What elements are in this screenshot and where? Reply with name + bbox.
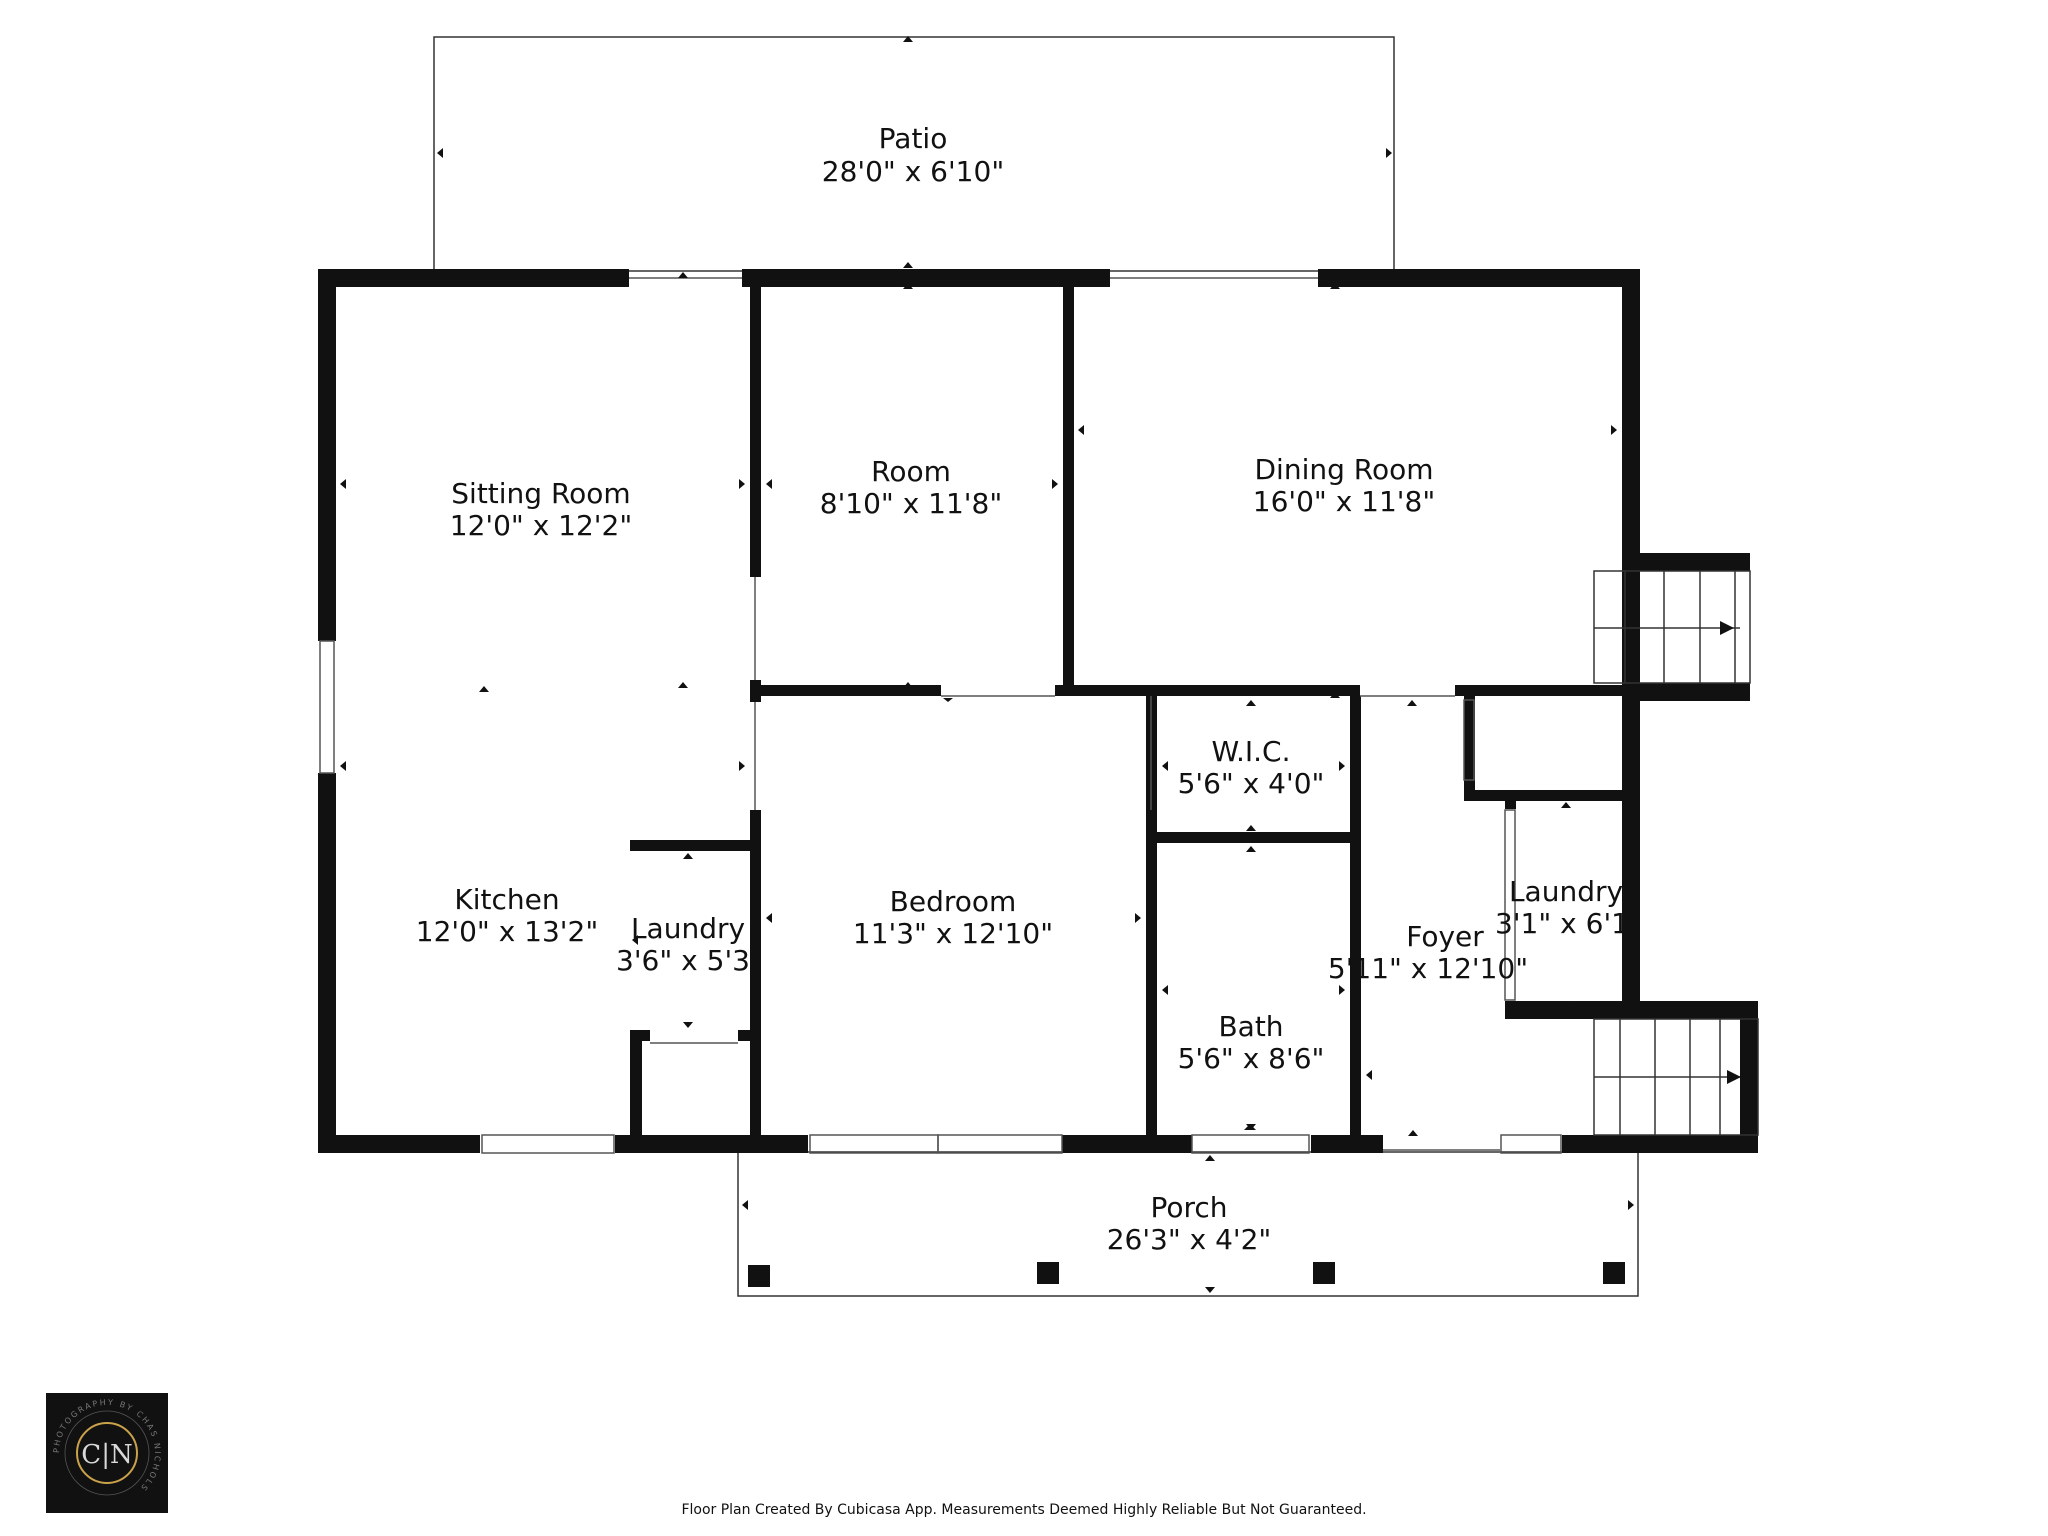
sitting-room-name: Sitting Room xyxy=(451,477,630,510)
room-label-bath: Bath 5'6" x 8'6" xyxy=(1178,1010,1325,1075)
sitting-room-dims: 12'0" x 12'2" xyxy=(450,509,632,542)
room-label-laundry-right: Laundry 3'1" x 6'1 xyxy=(1495,875,1629,940)
laundry-left-dims: 3'6" x 5'3 xyxy=(616,944,750,977)
room-label-room: Room 8'10" x 11'8" xyxy=(820,455,1002,520)
dining-room-dims: 16'0" x 11'8" xyxy=(1253,485,1435,518)
laundry-right-name: Laundry xyxy=(1509,875,1623,908)
room-label-porch: Porch 26'3" x 4'2" xyxy=(1107,1191,1272,1256)
interior-walls xyxy=(630,287,1625,1135)
room-label-patio: Patio 28'0" x 6'10" xyxy=(822,122,1004,188)
patio-dims: 28'0" x 6'10" xyxy=(822,155,1004,188)
room-label-sitting-room: Sitting Room 12'0" x 12'2" xyxy=(450,477,632,542)
room-label-bedroom: Bedroom 11'3" x 12'10" xyxy=(853,885,1053,950)
logo-initials: C|N xyxy=(81,1440,132,1470)
porch-name: Porch xyxy=(1150,1191,1227,1224)
foyer-name: Foyer xyxy=(1406,920,1484,953)
bedroom-name: Bedroom xyxy=(890,885,1017,918)
stairs-lower xyxy=(1593,1018,1759,1136)
windows xyxy=(319,277,1562,1154)
dimension-markers xyxy=(340,36,1634,1293)
kitchen-name: Kitchen xyxy=(454,883,559,916)
room-dims: 8'10" x 11'8" xyxy=(820,487,1002,520)
room-label-wic: W.I.C. 5'6" x 4'0" xyxy=(1178,735,1325,800)
room-name: Room xyxy=(871,455,951,488)
laundry-left-name: Laundry xyxy=(631,912,745,945)
logo-ring xyxy=(76,1422,138,1484)
logo-mark: C|N PHOTOGRAPHY BY CHAS NICHOLS xyxy=(52,1398,160,1496)
wic-name: W.I.C. xyxy=(1212,735,1291,768)
dining-room-name: Dining Room xyxy=(1254,453,1433,486)
laundry-right-dims: 3'1" x 6'1 xyxy=(1495,907,1629,940)
porch-posts xyxy=(748,1262,1625,1287)
porch-dims: 26'3" x 4'2" xyxy=(1107,1223,1272,1256)
room-label-dining-room: Dining Room 16'0" x 11'8" xyxy=(1253,453,1435,518)
kitchen-dims: 12'0" x 13'2" xyxy=(416,915,598,948)
foyer-dims: 5'11" x 12'10" xyxy=(1328,952,1528,985)
exterior-walls xyxy=(318,269,1758,1153)
stairs-upper xyxy=(1593,570,1751,684)
room-label-laundry-left: Laundry 3'6" x 5'3 xyxy=(616,912,750,977)
wic-dims: 5'6" x 4'0" xyxy=(1178,767,1325,800)
patio-name: Patio xyxy=(879,122,948,155)
logo: C|N PHOTOGRAPHY BY CHAS NICHOLS xyxy=(46,1393,168,1513)
room-label-foyer: Foyer 5'11" x 12'10" xyxy=(1328,920,1528,985)
stairs-lower-arrow xyxy=(1727,1070,1741,1084)
room-label-kitchen: Kitchen 12'0" x 13'2" xyxy=(416,883,598,948)
bath-dims: 5'6" x 8'6" xyxy=(1178,1042,1325,1075)
bedroom-dims: 11'3" x 12'10" xyxy=(853,917,1053,950)
logo-outer-ring xyxy=(64,1410,150,1496)
stairs-upper-arrow xyxy=(1720,621,1734,635)
bath-name: Bath xyxy=(1218,1010,1283,1043)
footer-note: Floor Plan Created By Cubicasa App. Meas… xyxy=(681,1502,1367,1518)
